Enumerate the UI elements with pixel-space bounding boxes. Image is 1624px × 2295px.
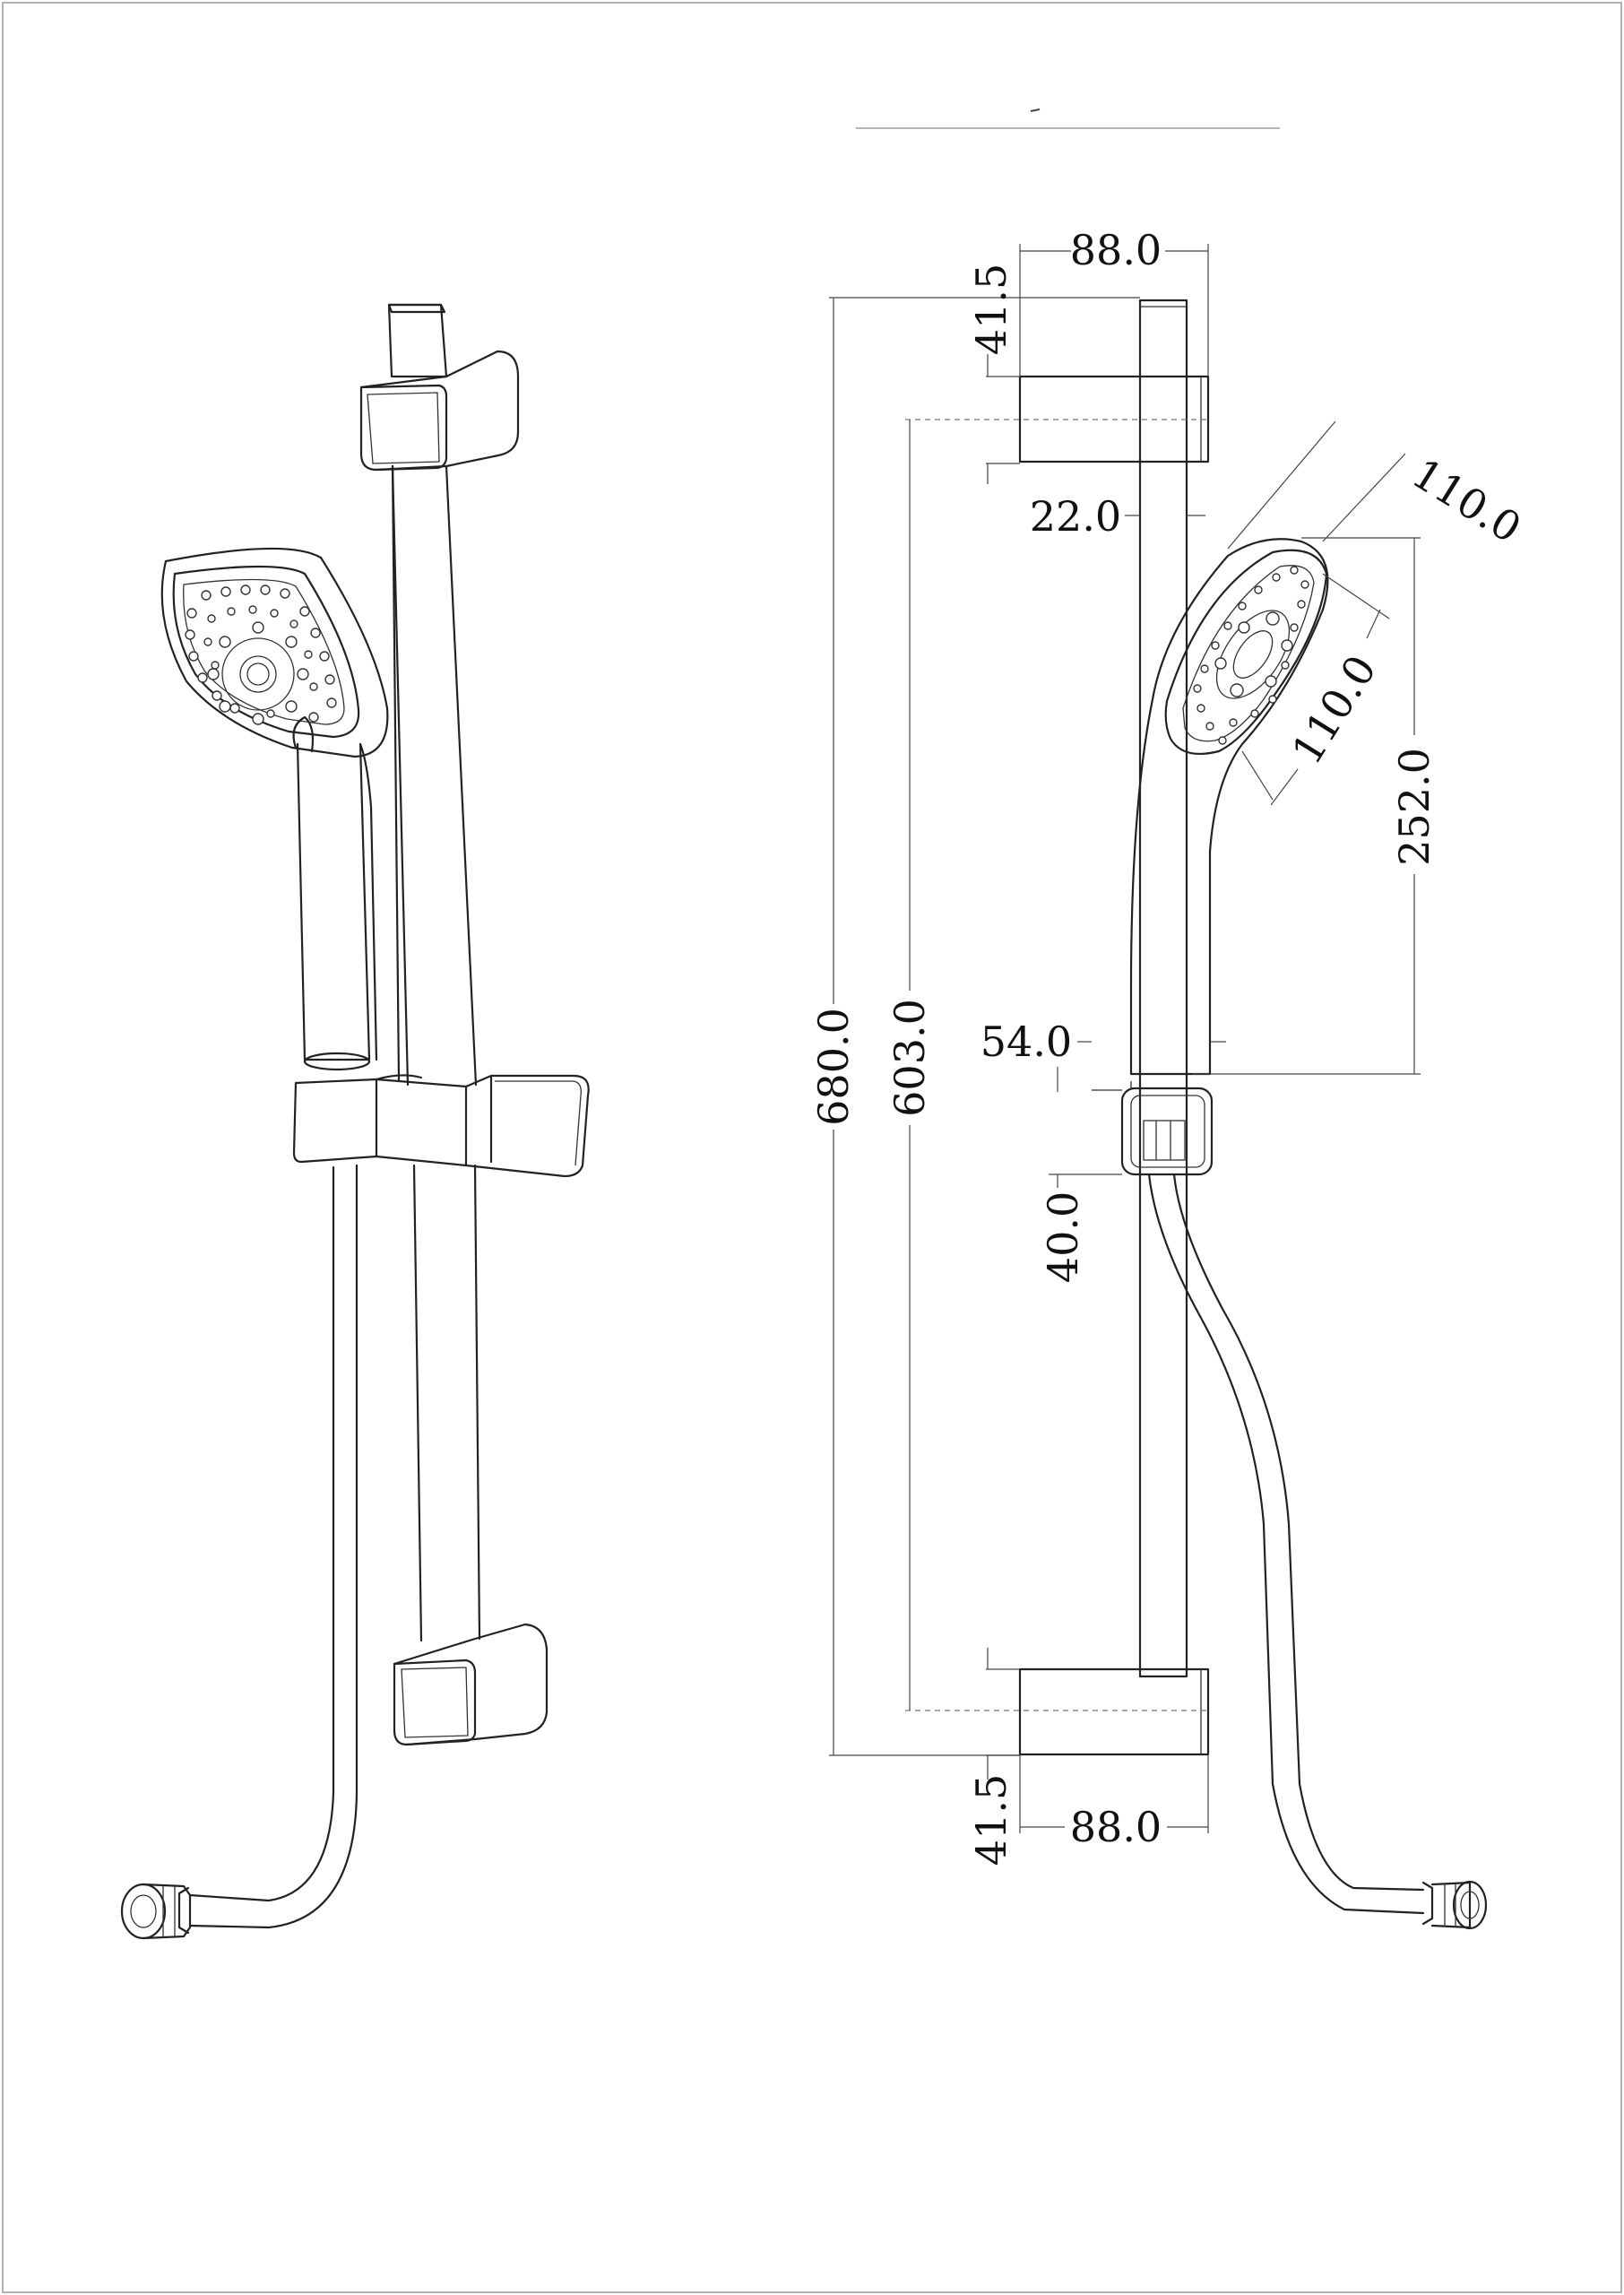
spray-nozzles-side — [1193, 566, 1309, 745]
dim-wall-offset: 22.0 — [1030, 492, 1121, 541]
side-bottom-bracket — [905, 1667, 1210, 1756]
handshower-perspective — [160, 547, 389, 1071]
dimension-lines — [829, 244, 1421, 1833]
dim-top-bracket-height: 41.5 — [967, 264, 1015, 355]
dim-head-height: 252.0 — [1390, 748, 1438, 866]
bottom-wall-bracket — [393, 1623, 549, 1746]
dimension-labels: 88.0 41.5 22.0 110.0 110.0 252.0 54.0 40… — [809, 226, 1530, 1866]
perspective-view — [120, 303, 590, 1940]
hose-perspective — [120, 1164, 358, 1940]
holder-side — [1092, 1081, 1214, 1176]
sliding-holder — [292, 1074, 590, 1178]
dim-holder-height: 40.0 — [1039, 1191, 1087, 1283]
dim-bottom-width: 88.0 — [1070, 1803, 1162, 1851]
slide-rail — [387, 303, 478, 1087]
dim-bottom-bracket-height: 41.5 — [967, 1774, 1015, 1866]
top-wall-bracket — [359, 350, 520, 472]
dim-head-width: 110.0 — [1404, 449, 1529, 553]
side-rail — [1138, 299, 1188, 1678]
dim-bracket-spacing: 603.0 — [885, 999, 934, 1117]
dim-total-height: 680.0 — [809, 1008, 858, 1126]
title-tick — [1030, 108, 1041, 112]
side-top-bracket — [905, 375, 1210, 463]
spray-nozzles-left — [185, 585, 337, 725]
side-view: 88.0 41.5 22.0 110.0 110.0 252.0 54.0 40… — [809, 226, 1530, 1930]
handshower-side — [1129, 538, 1329, 1076]
dim-holder-offset: 54.0 — [980, 1018, 1072, 1066]
dim-top-width: 88.0 — [1070, 226, 1162, 274]
hose-side — [1147, 1173, 1488, 1930]
